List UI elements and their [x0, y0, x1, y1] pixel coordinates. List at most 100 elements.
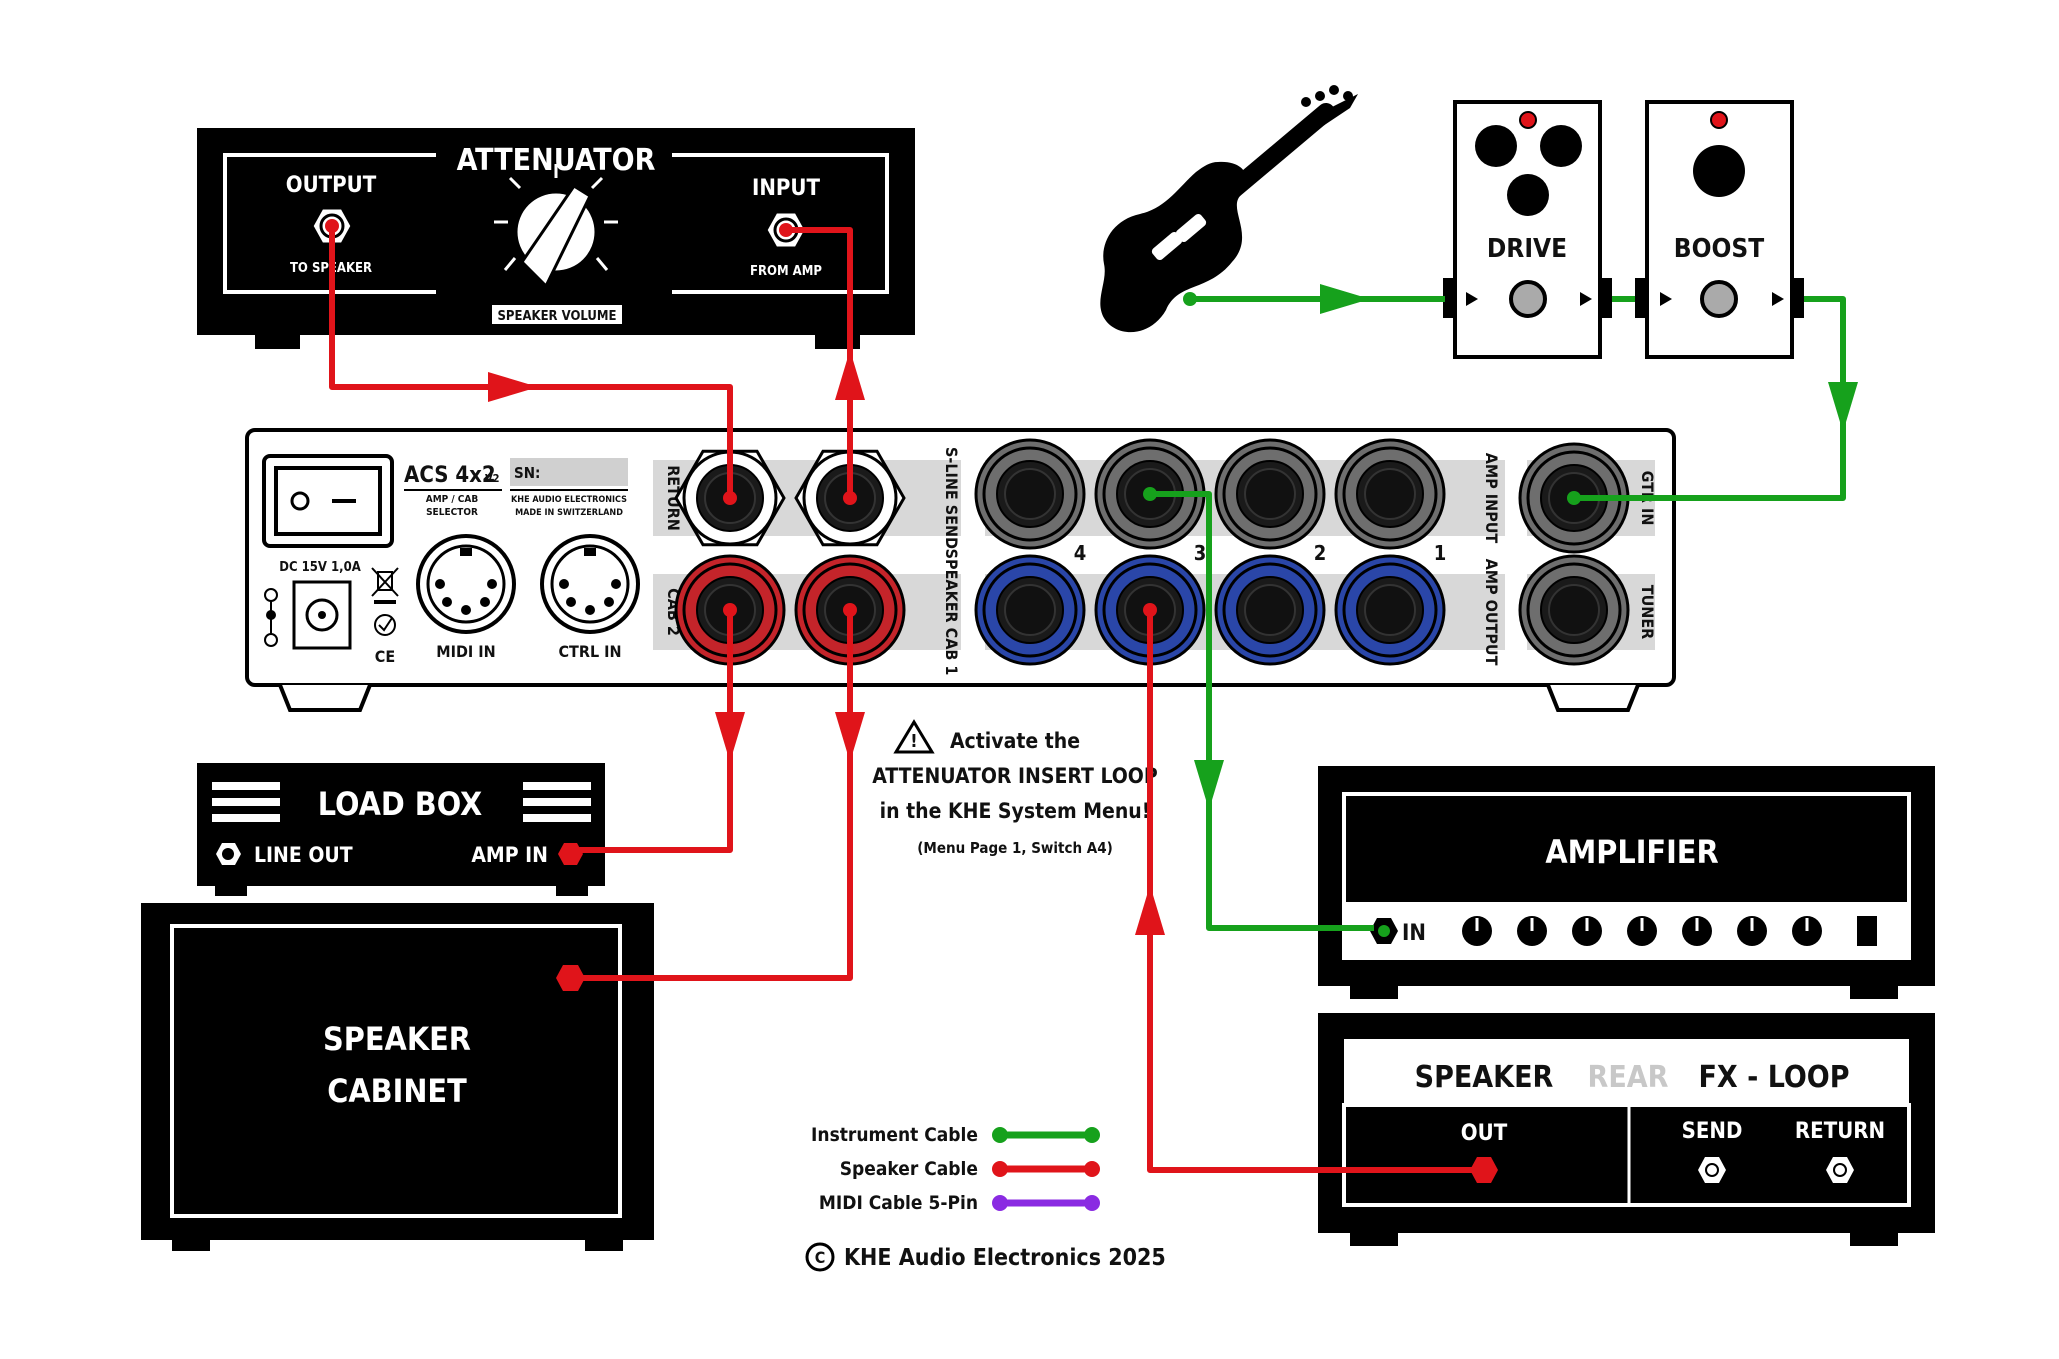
instrument-cable-acs-to-amp: [1150, 491, 1374, 931]
boost-led: [1710, 111, 1728, 129]
maker-line-2: MADE IN SWITZERLAND: [515, 508, 623, 518]
acs-subtitle-2: SELECTOR: [426, 507, 478, 518]
boost-knob[interactable]: [1693, 145, 1745, 197]
loadbox-title: LOAD BOX: [318, 785, 482, 823]
svg-text:!: !: [910, 731, 917, 752]
drive-footswitch[interactable]: [1509, 280, 1547, 318]
rear-fxloop-label: FX - LOOP: [1698, 1060, 1849, 1095]
speaker-cable-cab2-to-loadbox: [570, 610, 733, 853]
warning-icon: [893, 719, 935, 754]
channel-3-label: 3: [1194, 541, 1207, 565]
amp-output-4-jack[interactable]: [974, 554, 1086, 666]
amp-output-1-jack[interactable]: [1334, 554, 1446, 666]
speaker-cab1-label: SPEAKER CAB 1: [942, 549, 961, 676]
ce-mark: CE: [375, 647, 395, 666]
attenuator-output-label: OUTPUT: [286, 173, 377, 198]
drive-pedal: DRIVE: [1443, 100, 1612, 359]
amplifier-rear-panel: SPEAKER REAR FX - LOOP OUT SEND RETURN: [1318, 1013, 1935, 1246]
polarity-icon: [264, 588, 278, 647]
cable-plugs: [325, 219, 1581, 617]
amplifier-title: AMPLIFIER: [1545, 833, 1718, 871]
amplifier: AMPLIFIER IN: [1318, 766, 1935, 999]
amp-input-2-jack[interactable]: [1214, 438, 1326, 550]
rear-fx-send-jack[interactable]: [1698, 1157, 1726, 1183]
boost-footswitch[interactable]: [1700, 280, 1738, 318]
attenuator-unit: ATTENUATOR OUTPUT TO SPEAKER INPUT FROM …: [197, 128, 915, 349]
drive-led: [1519, 111, 1537, 129]
rear-speaker-out-jack[interactable]: [1470, 1157, 1498, 1183]
amplifier-in-label: IN: [1402, 921, 1426, 946]
svg-text:C: C: [815, 1248, 826, 1267]
copyright-text: KHE Audio Electronics 2025: [844, 1245, 1166, 1271]
boost-label: BOOST: [1674, 234, 1764, 264]
acs-model-version: V2: [485, 472, 500, 485]
attenuator-note: ! Activate the ATTENUATOR INSERT LOOP in…: [872, 719, 1158, 857]
legend-midi-label: MIDI Cable 5-Pin: [819, 1192, 978, 1214]
power-switch[interactable]: [262, 454, 394, 548]
loadbox-line-out-jack[interactable]: [216, 843, 241, 865]
load-box: LOAD BOX LINE OUT AMP IN: [197, 763, 605, 896]
s-line-send-label: S-LINE SEND: [942, 447, 961, 549]
amp-output-label: AMP OUTPUT: [1482, 559, 1501, 666]
cable-legend: Instrument Cable Speaker Cable MIDI Cabl…: [811, 1124, 1100, 1214]
weee-icon: [371, 567, 399, 604]
return-label: RETURN: [664, 465, 683, 531]
acs-model: ACS 4x2: [404, 463, 496, 488]
note-line-2: ATTENUATOR INSERT LOOP: [872, 764, 1158, 788]
channel-4-label: 4: [1074, 541, 1087, 565]
rear-out-label: OUT: [1461, 1121, 1508, 1146]
amplifier-power-switch[interactable]: [1857, 916, 1877, 946]
midi-in-label: MIDI IN: [436, 642, 495, 661]
attenuator-input-label: INPUT: [752, 176, 820, 201]
copyright: C KHE Audio Electronics 2025: [805, 1242, 1166, 1272]
guitar-icon: [1100, 85, 1358, 333]
sn-label: SN:: [514, 464, 540, 482]
amp-input-1-jack[interactable]: [1334, 438, 1446, 550]
tuner-label: TUNER: [1638, 585, 1657, 639]
note-line-4: (Menu Page 1, Switch A4): [917, 839, 1113, 857]
ctrl-in-jack[interactable]: [540, 534, 640, 634]
amp-output-2-jack[interactable]: [1214, 554, 1326, 666]
drive-label: DRIVE: [1487, 234, 1567, 264]
channel-1-label: 1: [1434, 541, 1447, 565]
speaker-cabinet: SPEAKER CABINET: [141, 903, 654, 1251]
speaker-volume-label: SPEAKER VOLUME: [497, 309, 616, 324]
amp-input-label: AMP INPUT: [1482, 453, 1501, 544]
legend-speaker-label: Speaker Cable: [840, 1158, 978, 1180]
speaker-cable-send-to-attenuator: [786, 227, 853, 498]
loadbox-amp-in-label: AMP IN: [471, 843, 548, 867]
amp-input-4-jack[interactable]: [974, 438, 1086, 550]
cabinet-line-2: CABINET: [327, 1072, 467, 1110]
acs-subtitle-1: AMP / CAB: [426, 494, 479, 505]
gtr-in-jack[interactable]: [1518, 442, 1630, 554]
rear-return-label: RETURN: [1795, 1119, 1885, 1144]
boost-pedal: BOOST: [1635, 100, 1804, 359]
ctrl-in-label: CTRL IN: [558, 642, 621, 661]
speaker-cable-amp-to-acs: [1147, 610, 1478, 1173]
cable-arrows: [488, 284, 1858, 935]
rear-label: REAR: [1588, 1060, 1669, 1095]
rohs-icon: [374, 614, 396, 636]
drive-knob-1[interactable]: [1475, 125, 1517, 167]
rear-send-label: SEND: [1682, 1119, 1743, 1144]
dc-jack[interactable]: [292, 580, 352, 650]
rear-speaker-label: SPEAKER: [1415, 1060, 1554, 1095]
legend-instrument-label: Instrument Cable: [811, 1124, 978, 1146]
acs-unit: DC 15V 1,0A CE ACS 4x2 V2 AMP / CAB SE: [245, 428, 1676, 712]
serial-number-field: [510, 458, 628, 486]
drive-knob-2[interactable]: [1540, 125, 1582, 167]
maker-line-1: KHE AUDIO ELECTRONICS: [511, 495, 627, 505]
tuner-jack[interactable]: [1518, 554, 1630, 666]
copyright-icon: [805, 1242, 835, 1272]
midi-in-jack[interactable]: [416, 534, 516, 634]
note-line-1: Activate the: [950, 729, 1080, 753]
channel-2-label: 2: [1314, 541, 1327, 565]
attenuator-input-sub: FROM AMP: [750, 264, 822, 279]
power-spec: DC 15V 1,0A: [279, 560, 361, 575]
cabinet-line-1: SPEAKER: [323, 1020, 471, 1058]
note-line-3: in the KHE System Menu!: [880, 799, 1151, 823]
speaker-volume-knob[interactable]: [494, 164, 618, 289]
rear-fx-return-jack[interactable]: [1826, 1157, 1854, 1183]
drive-knob-3[interactable]: [1507, 174, 1549, 216]
